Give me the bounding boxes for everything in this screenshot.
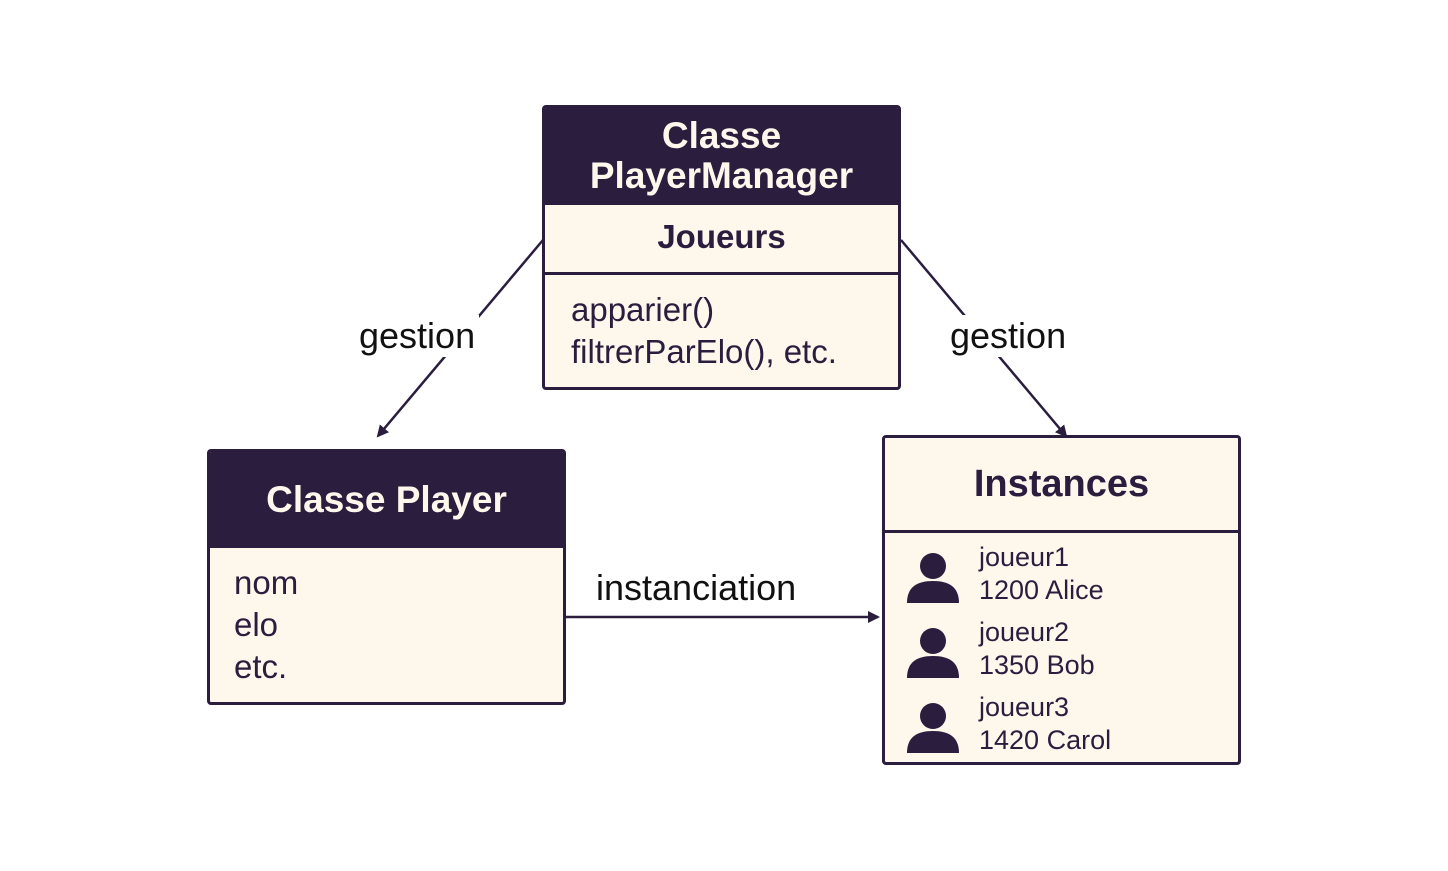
edge-label-instanciation: instanciation [592,567,801,609]
edge-label-gestion-right: gestion [946,315,1071,357]
instance-name: joueur1 [979,542,1070,572]
instance-detail: 1200 Alice [979,575,1104,605]
attribute-item: nom [234,564,299,601]
person-icon [907,628,959,678]
instance-item: joueur2 1350 Bob [885,614,1238,689]
instances-title: Instances [885,438,1238,533]
instance-item: joueur1 1200 Alice [885,539,1238,614]
player-manager-header: Classe PlayerManager [545,108,898,205]
method-item: filtrerParElo(), etc. [571,333,837,370]
instance-item: joueur3 1420 Carol [885,689,1238,762]
instance-detail: 1350 Bob [979,650,1095,680]
person-icon [907,703,959,753]
player-manager-class-box: Classe PlayerManager Joueurs apparier() … [542,105,901,390]
method-item: apparier() [571,291,715,328]
player-manager-title-line2: PlayerManager [589,155,854,196]
instance-detail: 1420 Carol [979,725,1112,755]
player-manager-section: Joueurs [545,205,898,275]
player-class-box: Classe Player nom elo etc. [207,449,566,705]
attribute-item: elo [234,606,279,643]
player-manager-methods: apparier() filtrerParElo(), etc. [545,275,898,373]
instances-box: Instances joueur1 1200 Alice joueur2 135… [882,435,1241,765]
attribute-item: etc. [234,648,288,685]
instance-name: joueur2 [979,617,1070,647]
instances-list: joueur1 1200 Alice joueur2 1350 Bob joue… [885,533,1238,762]
instance-name: joueur3 [979,692,1070,722]
player-attributes: nom elo etc. [210,548,563,688]
person-icon [907,553,959,603]
player-manager-title-line1: Classe [661,115,782,156]
edge-label-gestion-left: gestion [355,315,480,357]
player-class-title: Classe Player [210,452,563,548]
